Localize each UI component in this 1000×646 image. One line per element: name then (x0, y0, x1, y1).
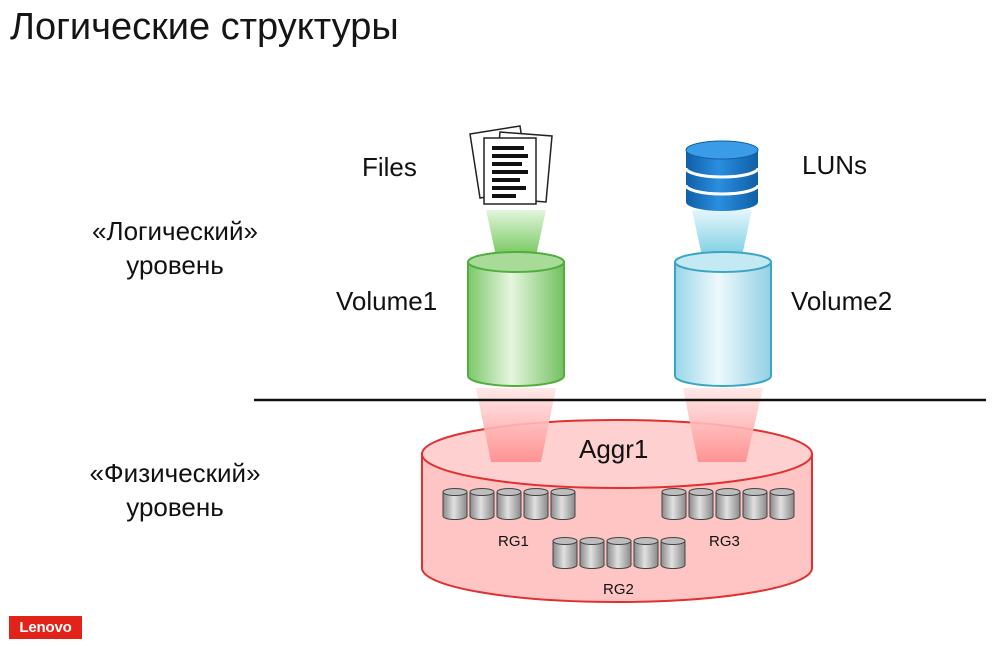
beam-luns-to-volume2 (692, 210, 752, 256)
rg3-disk (769, 488, 795, 520)
luns-label: LUNs (802, 150, 868, 180)
rg2-disk (633, 537, 659, 569)
rg1-disk (523, 488, 549, 520)
rg3-disk (688, 488, 714, 520)
rg3-disk (742, 488, 768, 520)
rg1-label: RG1 (498, 533, 529, 550)
beam-volume2-to-aggr (683, 388, 763, 462)
rg1-disk (496, 488, 522, 520)
rg3-label: RG3 (709, 533, 740, 550)
physical-level-line2: уровень (126, 492, 224, 522)
rg1-disk-group (442, 488, 576, 520)
rg2-label: RG2 (603, 581, 634, 598)
logical-level-label: «Логический» уровень (60, 214, 290, 282)
page-title: Логические структуры (10, 6, 399, 48)
lenovo-logo: Lenovo (9, 616, 82, 639)
rg1-disk (469, 488, 495, 520)
rg1-disk (550, 488, 576, 520)
aggregate-label: Aggr1 (579, 434, 649, 464)
luns-database-icon (684, 140, 760, 211)
physical-level-label: «Физический» уровень (60, 456, 290, 524)
physical-level-line1: «Физический» (89, 458, 261, 488)
rg3-disk (661, 488, 687, 520)
logical-level-line2: уровень (126, 250, 224, 280)
volume1-cylinder (467, 251, 565, 387)
beam-volume1-to-aggr (476, 388, 556, 462)
rg2-disk (579, 537, 605, 569)
files-label: Files (362, 152, 417, 182)
logical-level-line1: «Логический» (92, 216, 258, 246)
rg2-disk (606, 537, 632, 569)
rg2-disk (660, 537, 686, 569)
files-icon (469, 125, 553, 205)
beam-files-to-volume1 (486, 210, 546, 256)
rg2-disk-group (552, 537, 686, 569)
volume1-label: Volume1 (336, 286, 438, 316)
rg3-disk (715, 488, 741, 520)
rg2-disk (552, 537, 578, 569)
rg3-disk-group (661, 488, 795, 520)
volume2-label: Volume2 (791, 286, 893, 316)
volume2-cylinder (674, 251, 772, 387)
rg1-disk (442, 488, 468, 520)
